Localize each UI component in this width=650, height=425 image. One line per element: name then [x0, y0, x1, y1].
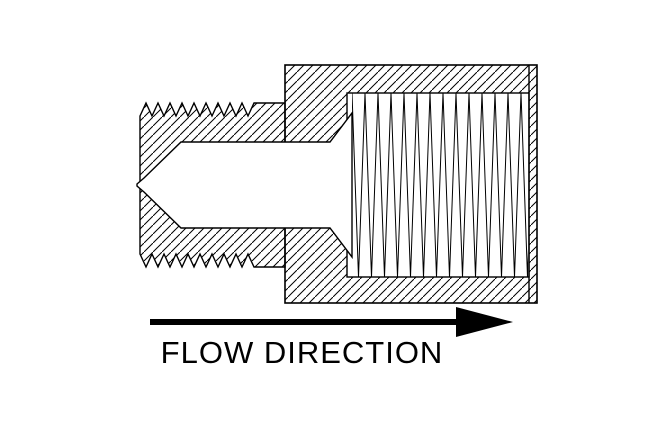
female-thread-section: [346, 92, 530, 278]
flow-arrow-head: [456, 307, 513, 337]
flow-arrow: [150, 307, 513, 337]
flow-direction-label: FLOW DIRECTION: [161, 335, 444, 370]
internal-bore: [136, 110, 353, 260]
female-thread-pattern: [352, 93, 528, 277]
